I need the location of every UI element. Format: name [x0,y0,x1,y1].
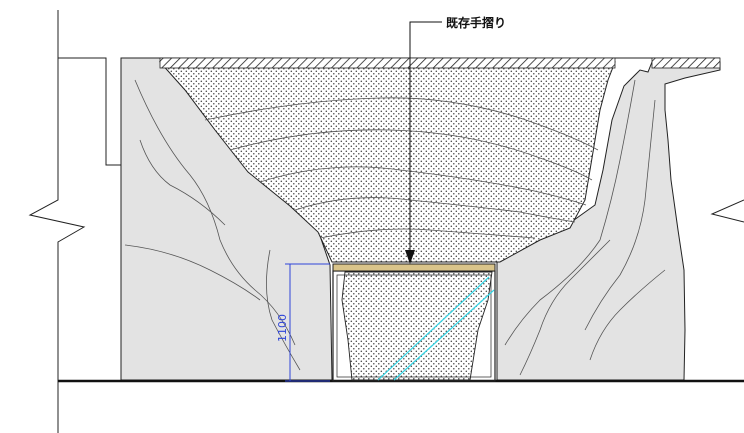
existing-handrail [332,263,496,272]
right-break-line [710,199,744,223]
slab-hatch-right [651,57,721,69]
rock-cracks [124,79,666,376]
concrete-fill [158,61,616,263]
contour-lines [204,97,599,239]
height-dimension-value: 1100 [276,314,289,342]
glass-lines [377,276,495,381]
handrail-leader [405,21,442,264]
height-dimension-line [285,263,330,382]
handrail-label: 既存手摺り [446,15,506,30]
left-break-line [28,10,86,433]
slab-hatch [159,57,616,69]
opening-concrete [341,271,493,381]
